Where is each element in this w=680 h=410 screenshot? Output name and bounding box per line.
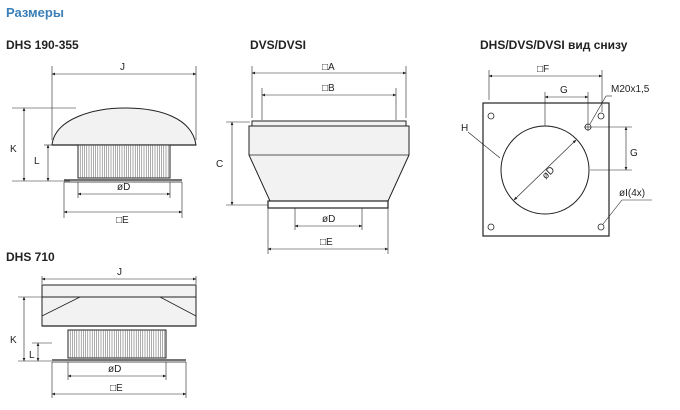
bottom-view-title: DHS/DVS/DVSI вид снизу [480,38,628,52]
dhs-small-dome [51,107,197,146]
bottom-view-drawing: øD □F G G [461,64,652,237]
dhs710-d-label: øD [108,364,121,375]
section-title: Размеры [6,5,64,20]
dvs-housing [248,125,410,202]
dhs710-lid [41,284,197,298]
dhs710-grille-hatch [69,330,166,358]
dvs-flange [267,200,389,209]
a-label: □A [322,62,335,73]
dhs710-grille [67,329,167,359]
dhs710-k-label: K [10,335,17,346]
dhs710-hood-edge-right [159,296,197,317]
i-leader [602,199,623,225]
bolt-hole-tr [597,112,605,120]
g-top-label: G [560,85,568,96]
bolt-hole-tl [487,112,495,120]
dhs-190-355-title: DHS 190-355 [6,38,79,52]
k-label: K [10,144,17,155]
f-label: □F [537,64,549,75]
e-label: □E [116,215,129,226]
dvs-dvsi-title: DVS/DVSI [250,38,307,52]
h-label: H [461,123,468,134]
bottom-d-dimension-line [513,139,577,201]
thread-leader [589,95,607,125]
i-label: øI(4x) [619,188,645,199]
h-leader [467,131,501,159]
dhs710-e-label: □E [110,383,123,394]
dhs710-hood-edge-left [41,296,81,317]
dvs-d-label: øD [322,214,335,225]
dhs-710-title: DHS 710 [6,250,55,264]
b-label: □B [322,83,335,94]
thread-label: M20x1,5 [611,84,650,95]
l-label: L [34,156,40,167]
d-label: øD [117,182,130,193]
bolt-hole-bl [487,223,495,231]
dvs-e-label: □E [320,237,333,248]
dvs-top-rim [251,120,407,127]
g-side-label: G [630,148,638,159]
dhs710-j-label: J [117,267,122,278]
dhs-710-drawing: J K L øD □E [10,267,197,398]
dhs710-hood [41,296,197,327]
bolt-hole-br [597,223,605,231]
dhs710-l-label: L [29,350,35,361]
j-label: J [120,62,125,73]
dhs-small-grille-hatch [79,145,169,178]
c-label: C [216,159,223,170]
dvs-dvsi-drawing: □A □B C øD □E [216,62,410,254]
dhs-190-355-drawing: J K L øD □E [10,62,197,226]
